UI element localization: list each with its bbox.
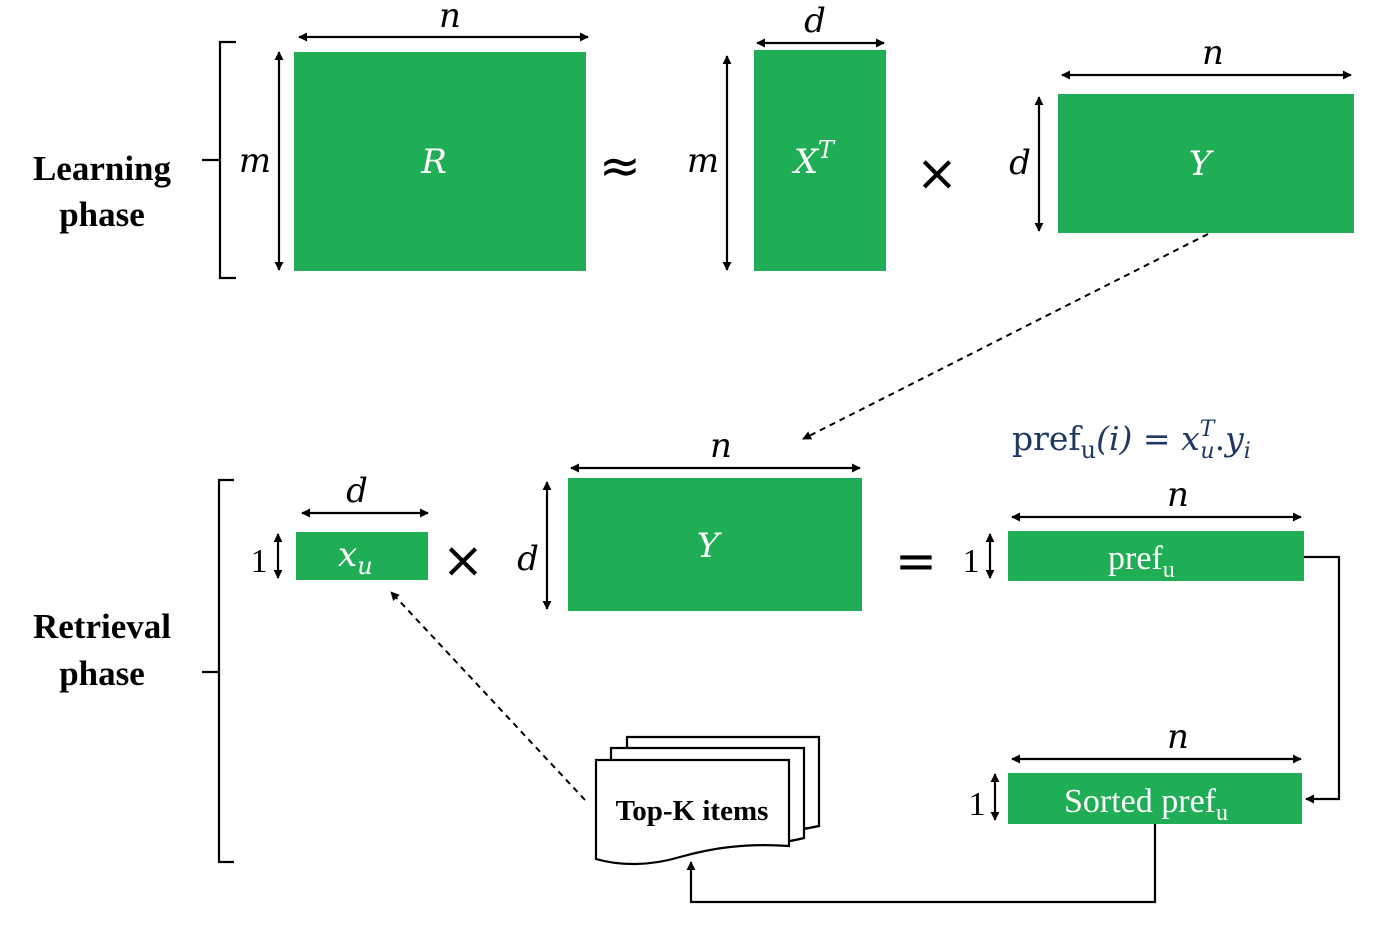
- vector-pref-name: prefu: [1108, 540, 1175, 583]
- vector-sorted-pref-block: [1008, 773, 1302, 824]
- matrix-y-retrieval: n d Y: [517, 426, 862, 611]
- vector-sorted-pref-rows-label: 1: [969, 786, 986, 823]
- approx-operator: ≈: [599, 137, 641, 195]
- matrix-y-learning-name: Y: [1189, 144, 1215, 184]
- sorted-to-topk-arrow: [686, 824, 1157, 904]
- vector-pref: n 1 prefu: [963, 475, 1304, 583]
- vector-xu-block: [296, 532, 428, 580]
- vector-xu-name: xu: [338, 535, 373, 580]
- matrix-r-cols-label: n: [439, 0, 461, 36]
- learning-phase: Learning phase n m R ≈ d m X T × n: [33, 0, 1354, 280]
- formula-x-superscript: T: [1200, 417, 1217, 442]
- matrix-y-learning-rows-label: d: [1009, 143, 1031, 183]
- vector-xu: d 1 xu: [251, 471, 429, 580]
- formula-y-subscript: i: [1244, 439, 1251, 464]
- formula-equals: =: [1132, 419, 1181, 458]
- vector-pref-block: [1008, 531, 1304, 581]
- matrix-xt-block: [754, 50, 886, 271]
- vector-pref-cols-label: n: [1167, 475, 1189, 515]
- times-operator-retrieval: ×: [442, 531, 484, 589]
- learning-phase-brace: [202, 40, 236, 280]
- vector-xu-symbol: x: [338, 535, 357, 575]
- matrix-r-rows-label: m: [239, 141, 271, 181]
- topk-items-label: Top-K items: [616, 795, 769, 827]
- vector-sorted-pref-subscript: u: [1216, 800, 1228, 826]
- learning-phase-label-line2: phase: [59, 195, 145, 234]
- matrix-y-learning: n d Y: [1009, 33, 1354, 233]
- matrix-y-learning-cols-label: n: [1202, 33, 1224, 73]
- topk-document-front: [594, 758, 791, 866]
- vector-pref-subscript: u: [1163, 557, 1175, 583]
- matrix-y-retrieval-name: Y: [697, 526, 723, 566]
- matrix-y-retrieval-rows-label: d: [517, 539, 539, 579]
- vector-xu-rows-label: 1: [251, 543, 268, 580]
- times-operator-learning: ×: [916, 144, 958, 202]
- matrix-r-block: [294, 52, 586, 271]
- matrix-r-name: R: [420, 142, 447, 182]
- vector-sorted-pref-name: Sorted prefu: [1064, 783, 1228, 826]
- formula-pref-subscript: u: [1081, 436, 1096, 464]
- vector-pref-rows-label: 1: [963, 543, 980, 580]
- vector-xu-subscript: u: [357, 552, 372, 580]
- matrix-r: n m R: [239, 0, 589, 271]
- vector-sorted-pref: n 1 Sorted prefu: [969, 717, 1302, 826]
- matrix-xt-rows-label: m: [687, 141, 719, 181]
- matrix-y-retrieval-cols-label: n: [710, 426, 732, 466]
- formula-dot: .: [1215, 419, 1226, 458]
- vector-sorted-pref-cols-label: n: [1167, 717, 1189, 757]
- y-transfer-dashed-arrow: [802, 233, 1209, 440]
- matrix-xt: d m X T: [687, 1, 886, 271]
- formula-pref: pref: [1012, 419, 1083, 458]
- vector-xu-cols-label: d: [346, 471, 368, 511]
- topk-feedback-dashed-arrow: [390, 591, 586, 801]
- retrieval-phase-brace: [202, 478, 234, 864]
- formula-x-subscript: u: [1200, 439, 1214, 464]
- matrix-xt-name: X: [791, 142, 820, 182]
- pref-to-sorted-arrow: [1304, 555, 1341, 804]
- topk-document-stack: Top-K items: [594, 735, 821, 866]
- vector-sorted-pref-label: Sorted pref: [1064, 783, 1217, 820]
- retrieval-phase-label-line2: phase: [59, 654, 145, 693]
- matrix-y-retrieval-block: [568, 478, 862, 611]
- vector-pref-label: pref: [1108, 540, 1163, 577]
- retrieval-phase-label-line1: Retrieval: [33, 607, 171, 646]
- formula-x: x: [1181, 419, 1200, 458]
- matrix-y-learning-block: [1058, 94, 1354, 233]
- learning-phase-label-line1: Learning: [33, 149, 172, 188]
- matrix-xt-superscript: T: [818, 136, 836, 164]
- equals-operator: =: [895, 532, 937, 590]
- formula-arg: (i): [1096, 419, 1132, 458]
- formula-y: y: [1223, 419, 1244, 458]
- matrix-xt-cols-label: d: [804, 1, 826, 41]
